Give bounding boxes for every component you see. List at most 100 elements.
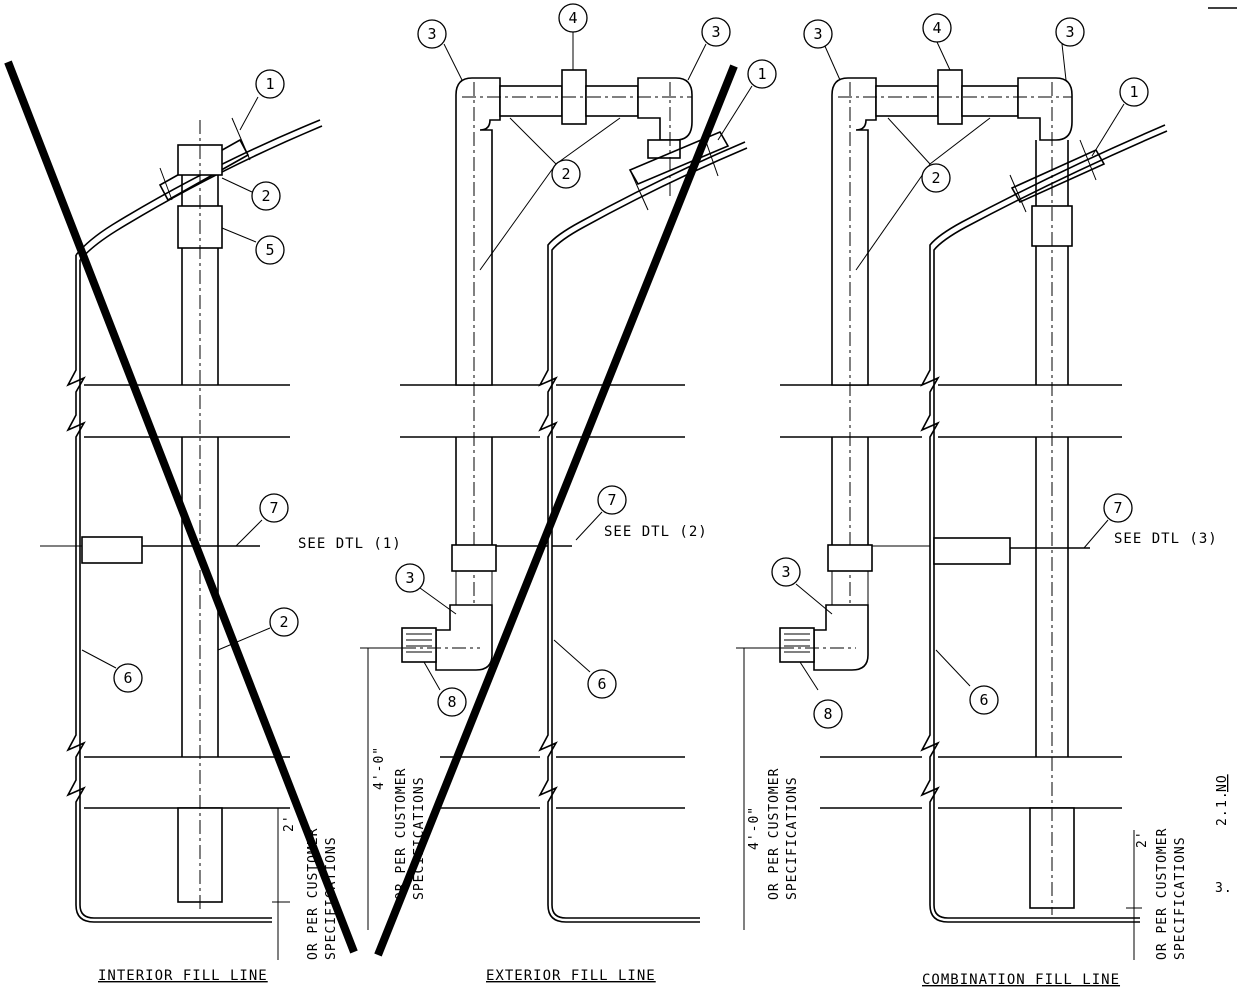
note-number: 1. (1215, 790, 1230, 808)
flange-bolt (629, 169, 649, 211)
callout-bubble: 8 (423, 661, 467, 717)
left-elbow-riser (831, 77, 877, 386)
svg-text:3: 3 (405, 569, 414, 587)
svg-text:2: 2 (261, 187, 270, 205)
detail-reference: SEE DTL (1) (298, 536, 402, 552)
dimension-value: 2' (1135, 830, 1150, 848)
detail-reference: SEE DTL (3) (1114, 531, 1218, 547)
callout-bubble: 7 (575, 485, 627, 541)
svg-text:1: 1 (265, 75, 274, 93)
tank-wall-inner (933, 262, 1140, 919)
callout-bubble: 3 (395, 563, 457, 615)
svg-text:8: 8 (823, 705, 832, 723)
svg-text:8: 8 (447, 693, 456, 711)
svg-text:3: 3 (813, 25, 822, 43)
tank-wall (538, 258, 700, 923)
tank-wall-inner (79, 260, 272, 919)
callout-bubble: 1 (239, 69, 285, 131)
tank-wall-inner (551, 262, 700, 919)
callout-bubble: 2 (855, 117, 991, 271)
callout-bubble: 4 (922, 13, 952, 71)
tank-roof-inner (79, 125, 323, 261)
callout-bubble: 7 (1083, 493, 1133, 549)
flange-bolt (159, 167, 173, 201)
roof-flange (628, 130, 730, 186)
support-bracket (81, 536, 143, 564)
dimension-alt: OR PER CUSTOMER (767, 768, 782, 900)
svg-text:3: 3 (711, 23, 720, 41)
note-number: 2. (1215, 808, 1230, 826)
svg-text:2: 2 (279, 613, 288, 631)
view-title: COMBINATION FILL LINE (922, 972, 1120, 988)
callout-bubble: 1 (1091, 77, 1149, 157)
tank-roof (75, 119, 321, 256)
horizontal-pipe (961, 85, 1019, 117)
horizontal-pipe (499, 85, 563, 117)
exterior-fill-line-view: 4'-0" OR PER CUSTOMER SPECIFICATIONS 3 4… (360, 3, 777, 984)
tank-roof (929, 124, 1166, 258)
callout-bubble: 3 (417, 19, 463, 81)
callout-bubble: 6 (81, 649, 143, 693)
coupling (827, 544, 873, 572)
svg-text:1: 1 (757, 65, 766, 83)
bottom-elbow (435, 604, 493, 671)
support-bracket (933, 537, 1011, 565)
svg-text:4: 4 (568, 9, 577, 27)
interior-fill-line-view: 2' OR PER CUSTOMER SPECIFICATIONS 1 2 5 … (4, 60, 402, 984)
notes-header: NO (1215, 774, 1230, 792)
right-elbow (1017, 77, 1073, 141)
flange-bolt (1009, 174, 1027, 213)
callout-bubble: 4 (558, 3, 588, 70)
svg-text:7: 7 (1113, 499, 1122, 517)
dimension-alt: OR PER CUSTOMER (394, 768, 409, 900)
dimension-value: 4'-0" (372, 746, 387, 790)
callout-bubble: 8 (799, 661, 843, 729)
cross-out-line (374, 64, 738, 957)
fill-adaptor (401, 627, 437, 663)
callout-bubble: 3 (1055, 17, 1085, 81)
dimension-alt: OR PER CUSTOMER (1155, 828, 1170, 960)
view-title: INTERIOR FILL LINE (98, 968, 268, 984)
coupling (451, 544, 497, 572)
tank-wall (66, 255, 272, 923)
tank-roof-inner (933, 130, 1168, 262)
dimension-value: 4'-0" (747, 806, 762, 850)
svg-text:7: 7 (607, 491, 616, 509)
svg-text:6: 6 (979, 691, 988, 709)
left-elbow-riser (455, 77, 501, 386)
svg-text:5: 5 (265, 241, 274, 259)
callout-bubble: 6 (935, 649, 999, 715)
callout-bubble: 5 (221, 227, 285, 265)
svg-text:2: 2 (561, 165, 570, 183)
callout-bubble: 3 (687, 17, 731, 81)
cross-out-line (4, 60, 358, 954)
svg-text:7: 7 (269, 499, 278, 517)
horizontal-pipe (585, 85, 639, 117)
svg-text:1: 1 (1129, 83, 1138, 101)
callout-bubble: 2 (479, 117, 621, 271)
svg-text:2: 2 (931, 169, 940, 187)
svg-text:3: 3 (427, 25, 436, 43)
bottom-elbow (813, 604, 869, 671)
svg-text:3: 3 (1065, 23, 1074, 41)
horizontal-pipe (875, 85, 939, 117)
svg-text:3: 3 (781, 563, 790, 581)
callout-bubble: 3 (771, 557, 833, 615)
callout-bubble: 1 (717, 59, 777, 141)
svg-text:6: 6 (597, 675, 606, 693)
flange-bolt (231, 117, 251, 161)
flange-bolt (1079, 139, 1097, 181)
svg-text:4: 4 (932, 19, 941, 37)
dimension-value: 2' (282, 814, 297, 832)
svg-text:6: 6 (123, 669, 132, 687)
combination-fill-line-view: 4'-0" OR PER CUSTOMER SPECIFICATIONS 2' … (736, 13, 1218, 988)
dimension-alt: SPECIFICATIONS (785, 776, 800, 900)
callout-bubble: 7 (235, 493, 289, 547)
tank-roof-inner (551, 147, 748, 262)
dimension-alt: SPECIFICATIONS (1173, 836, 1188, 960)
notes-column: NO 1. 2. 3. (1215, 774, 1233, 896)
detail-reference: SEE DTL (2) (604, 524, 708, 540)
note-number: 3. (1215, 881, 1233, 896)
callout-bubble: 2 (221, 177, 281, 211)
